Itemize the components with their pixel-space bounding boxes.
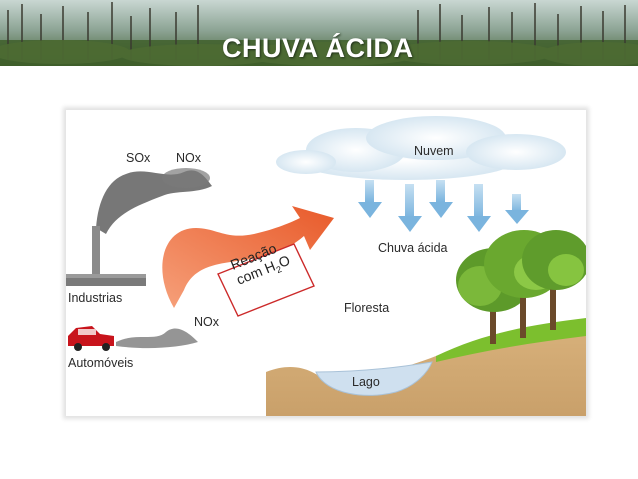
cloud-icon (276, 116, 566, 180)
acid-rain-diagram: SOx NOx Industrias Automóveis NOx Nuvem … (66, 110, 586, 416)
car-icon (68, 326, 114, 351)
factory-icon (66, 226, 146, 286)
title-banner: CHUVA ÁCIDA (0, 0, 638, 66)
rain-arrow-icon (358, 180, 382, 218)
rain-arrow-icon (505, 194, 529, 224)
rain-arrow-icon (429, 180, 453, 218)
nox-label-car: NOx (194, 315, 219, 329)
rain-arrows (358, 180, 529, 232)
floresta-label: Floresta (344, 301, 390, 315)
rain-arrow-icon (398, 184, 422, 232)
nuvem-label: Nuvem (414, 144, 454, 158)
sox-label: SOx (126, 151, 151, 165)
lago-label: Lago (352, 375, 380, 389)
page-title: CHUVA ÁCIDA (222, 33, 414, 63)
automoveis-label: Automóveis (68, 356, 134, 370)
lake-icon (315, 361, 433, 396)
industrias-label: Industrias (68, 291, 123, 305)
smoke-plume-icon (96, 168, 212, 234)
ground (266, 318, 586, 416)
tree-icon (522, 230, 586, 330)
reaction-box (217, 243, 315, 317)
curved-arrow-icon (162, 206, 334, 308)
chuva-acida-label: Chuva ácida (378, 241, 448, 255)
nox-label-top: NOx (176, 151, 201, 165)
exhaust-icon (116, 328, 198, 349)
forest-banner-image (0, 0, 638, 66)
rain-arrow-icon (467, 184, 491, 232)
diagram-illustration (66, 116, 586, 416)
